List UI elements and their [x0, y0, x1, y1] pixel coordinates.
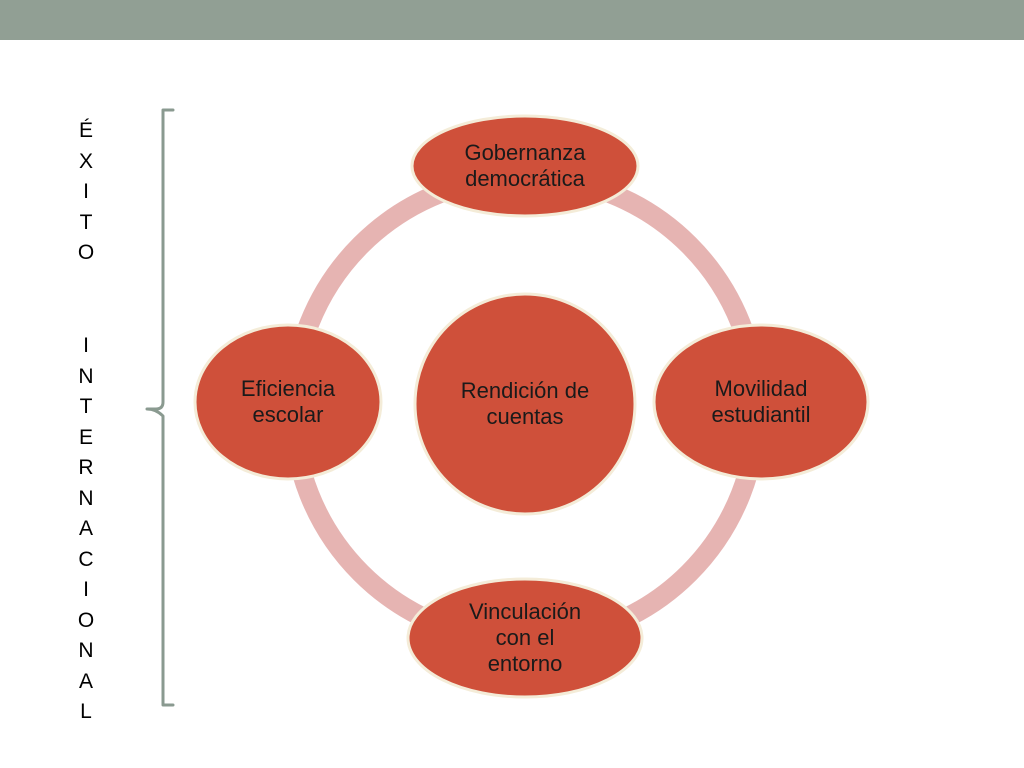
- center-node-label: Rendición de cuentas: [415, 294, 635, 514]
- label-line: Movilidad: [714, 376, 808, 401]
- side-letter: E: [78, 425, 93, 449]
- label-line: con el: [495, 625, 555, 650]
- label-line: Eficiencia: [240, 376, 336, 401]
- brace-shape: [145, 108, 175, 707]
- top-node-label: Gobernanza democrática: [412, 116, 638, 216]
- side-letter: É: [78, 119, 93, 142]
- side-letter: N: [78, 639, 94, 662]
- side-letter: T: [79, 395, 93, 418]
- label-line: cuentas: [486, 404, 564, 429]
- side-letter: C: [78, 547, 94, 571]
- side-label-internacional: I N T E R N A C I O N A L: [60, 331, 112, 728]
- right-node: [652, 323, 870, 481]
- center-node: [413, 292, 637, 516]
- side-letter: R: [78, 456, 94, 479]
- left-node-label: Eficiencia escolar: [195, 325, 381, 479]
- side-letter: N: [78, 486, 94, 510]
- label-line: Rendición de: [460, 378, 590, 403]
- label-line: escolar: [252, 402, 324, 427]
- top-bar: [0, 0, 1024, 40]
- side-letter: A: [78, 669, 93, 693]
- label-line: Gobernanza: [464, 140, 586, 165]
- left-node: [193, 323, 383, 481]
- label-line: estudiantil: [711, 402, 811, 427]
- top-node: [410, 114, 640, 218]
- side-letter: T: [79, 210, 93, 234]
- side-label-exito: É X I T O: [60, 116, 112, 269]
- side-letter: L: [80, 700, 92, 723]
- label-line: Vinculación: [468, 599, 582, 624]
- side-letter: I: [83, 180, 89, 203]
- side-letter: O: [77, 241, 95, 264]
- bottom-node: [406, 577, 644, 699]
- side-letter: X: [78, 149, 93, 173]
- right-node-label: Movilidad estudiantil: [654, 325, 868, 479]
- label-line: democrática: [465, 166, 585, 191]
- side-letter: N: [78, 364, 94, 388]
- label-line: entorno: [487, 651, 563, 676]
- bottom-node-label: Vinculación con el entorno: [408, 579, 642, 697]
- side-letter: A: [78, 517, 93, 540]
- side-letter: I: [83, 578, 89, 601]
- side-letter: O: [77, 608, 95, 632]
- side-letter: I: [83, 334, 89, 357]
